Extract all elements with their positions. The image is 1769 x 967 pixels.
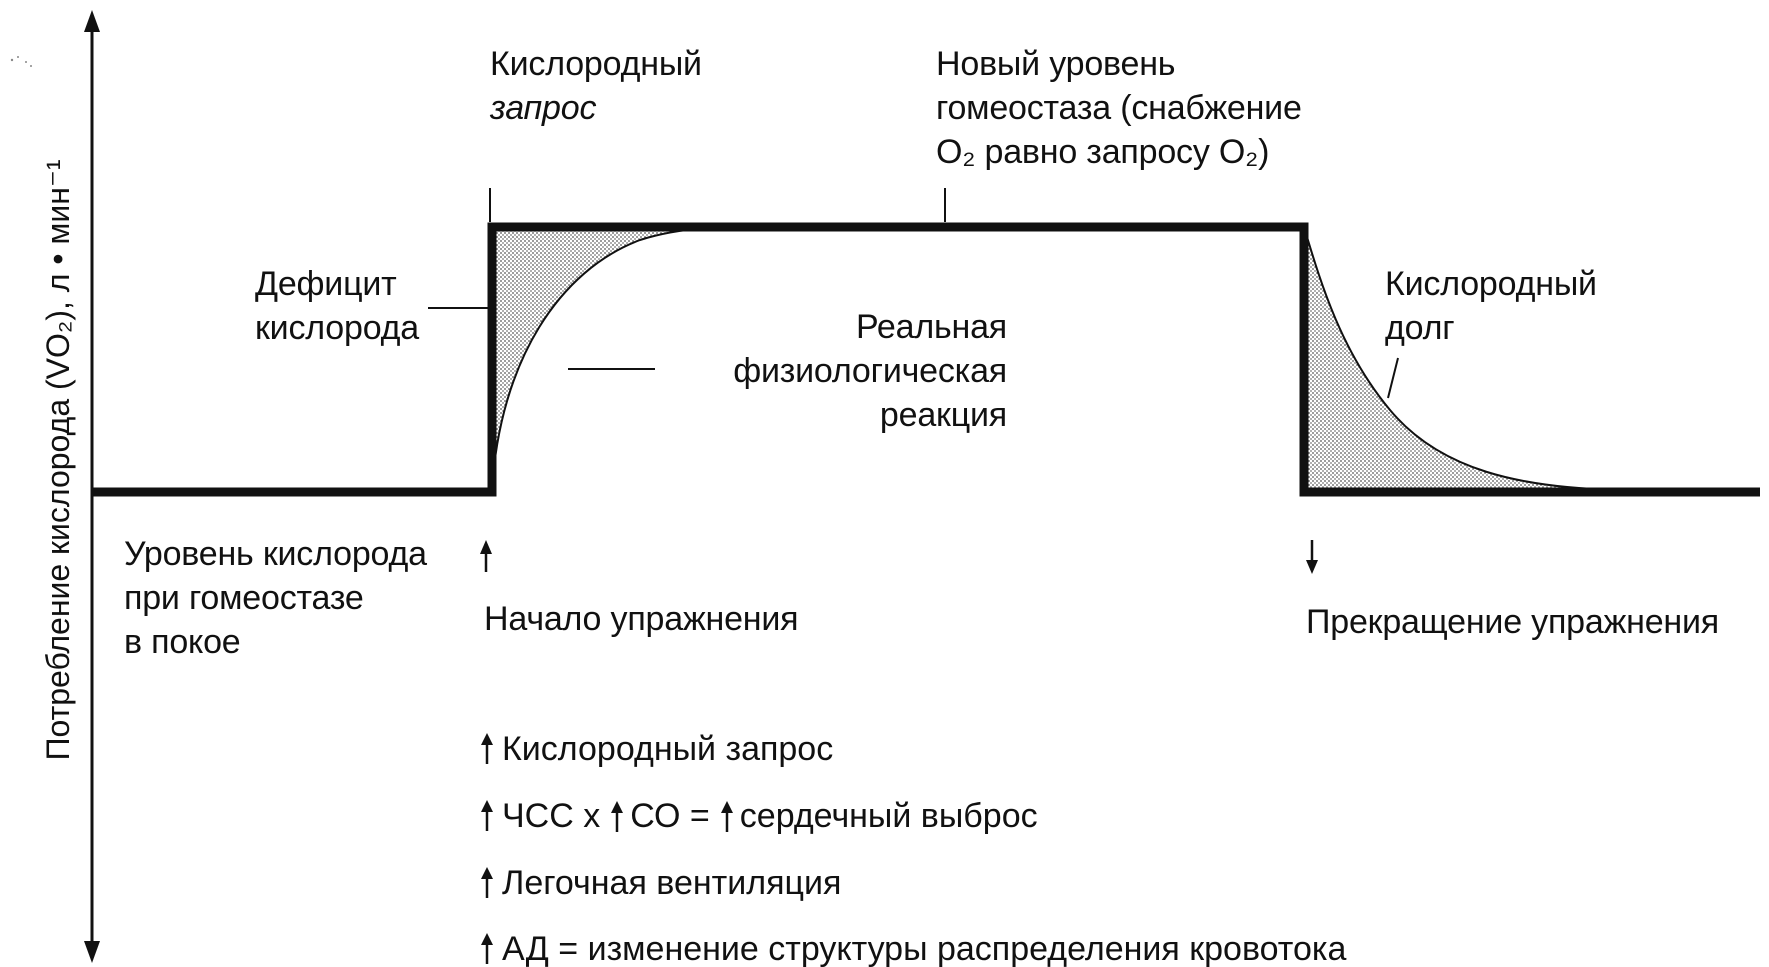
effect-row-blood-pressure: АД = изменение структуры распределения к… <box>480 925 1346 967</box>
oxygen-debt-line-1: Кислородный <box>1385 265 1597 303</box>
y-axis-label: Потребление кислорода (VO₂), л • мин⁻¹ <box>40 159 76 761</box>
rest-level-line-2: при гомеостазе <box>124 579 364 617</box>
oxygen-demand-line-2: запрос <box>490 89 597 127</box>
up-arrow-icon <box>480 933 494 965</box>
rest-level-line-1: Уровень кислорода <box>124 535 427 573</box>
oxygen-debt-line-2: долг <box>1385 309 1455 347</box>
oxygen-demand-label: Кислородный запрос <box>490 42 702 130</box>
effect-row-ventilation: Легочная вентиляция <box>480 859 841 905</box>
oxygen-demand-line <box>92 222 1760 497</box>
real-response-line-1: Реальная <box>855 308 1007 346</box>
oxygen-deficit-area <box>492 226 800 490</box>
deficit-line-2: кислорода <box>255 309 420 347</box>
y-axis <box>84 10 100 963</box>
leader-lines <box>428 188 1399 399</box>
oxygen-demand-line-1: Кислородный <box>490 45 702 83</box>
oxygen-debt-area <box>1304 227 1620 490</box>
exercise-stop-arrow <box>1306 540 1318 574</box>
new-level-line-1: Новый уровень <box>936 45 1176 83</box>
oxygen-deficit-label: Дефицит кислорода <box>255 262 419 350</box>
new-level-line-3: O₂ равно запросу O₂) <box>936 133 1270 171</box>
exercise-stop-label: Прекращение упражнения <box>1306 603 1720 641</box>
rest-level-label: Уровень кислорода при гомеостазе в покое <box>124 532 427 664</box>
deficit-line-1: Дефицит <box>255 265 397 303</box>
exercise-start-label: Начало упражнения <box>484 600 799 638</box>
real-response-line-3: реакция <box>879 396 1007 434</box>
up-arrow-icon <box>720 800 734 833</box>
effect-row-oxygen-demand: Кислородный запрос <box>480 725 833 771</box>
recovery-curve <box>1303 226 1621 491</box>
up-arrow-icon <box>480 733 494 765</box>
rest-level-line-3: в покое <box>124 623 241 661</box>
real-response-label: Реальная физиологическая реакция <box>733 305 1007 437</box>
up-arrow-icon <box>480 867 494 899</box>
oxygen-debt-label: Кислородный долг <box>1385 262 1597 350</box>
new-level-label: Новый уровень гомеостаза (снабжение O₂ р… <box>936 42 1302 174</box>
up-arrow-icon <box>480 800 494 832</box>
scan-mark <box>10 56 32 67</box>
exercise-start-arrow <box>480 540 492 572</box>
new-level-line-2: гомеостаза (снабжение <box>936 89 1302 127</box>
real-response-line-2: физиологическая <box>733 352 1007 390</box>
up-arrow-icon <box>610 800 624 833</box>
